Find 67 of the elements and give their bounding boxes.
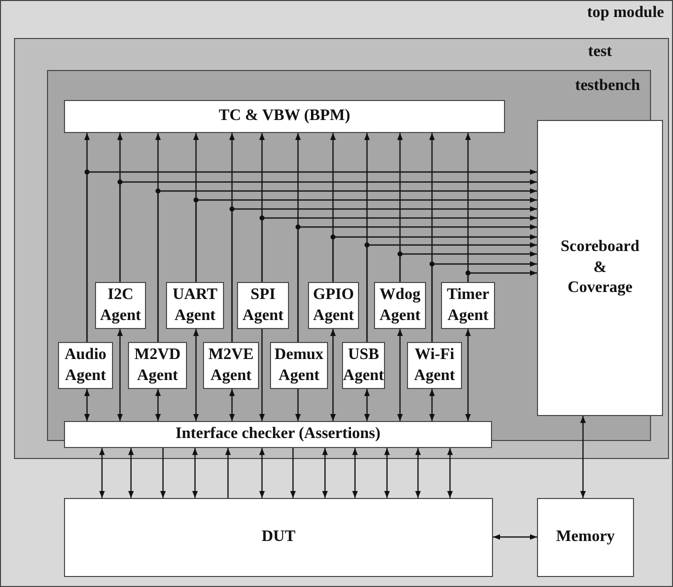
test-box [14,38,669,459]
arrow [429,389,435,421]
arrow [465,329,471,421]
arrow [429,133,435,342]
arrow [397,133,403,282]
node-label: Memory [556,527,615,548]
arrow [415,448,421,498]
arrow [330,133,336,282]
arrow [117,133,123,282]
arrow [84,133,90,342]
arrow [295,133,301,342]
process-box [537,120,663,416]
arrow [155,133,161,342]
arrow [493,534,537,540]
arrow [117,329,123,421]
arrow [259,133,265,282]
agent-box [58,342,113,389]
arrow [160,448,166,498]
arrow [330,329,336,421]
arrow [322,448,328,498]
arrow [397,329,403,421]
arrow [225,448,231,498]
arrow [580,416,586,498]
arrow [364,389,370,421]
process-box [64,498,493,577]
arrow [229,389,235,421]
arrow [384,448,390,498]
arrow [352,448,358,498]
container-heading: top module [587,4,664,22]
node-label: I2C Agent [99,284,142,326]
arrow [295,389,301,421]
arrow [447,448,453,498]
node-label: Audio Agent [64,344,108,386]
node-label: USB Agent [343,344,384,386]
arrow [155,389,161,421]
agent-box [166,282,224,329]
agent-box [407,342,462,389]
arrow [192,448,198,498]
node-label: Demux Agent [274,344,324,386]
container-heading: test [588,43,612,61]
node-label: GPIO Agent [312,284,355,326]
node-label: Scoreboard & Coverage [560,236,640,298]
arrow [128,448,134,498]
node-label: M2VE Agent [207,344,255,386]
node-label: UART Agent [172,284,218,326]
container-heading: testbench [575,77,640,95]
arrow [99,448,105,498]
process-box [64,100,505,133]
node-label: TC & VBW (BPM) [218,106,350,126]
node-label: SPI Agent [242,284,284,326]
checker-box [64,421,492,448]
arrow [259,448,265,498]
arrow [364,133,370,342]
arrow [259,329,265,421]
node-label: Wdog Agent [378,284,422,326]
node-label: Interface checker (Assertions) [176,424,380,444]
memory-box [537,498,634,577]
node-label: Wi-Fi Agent [413,344,456,386]
arrow [193,329,199,421]
node-label: Timer Agent [446,284,490,326]
arrow [465,133,471,282]
node-label: M2VD Agent [133,344,182,386]
arrow [84,389,90,421]
arrow [290,448,296,498]
arrow [229,133,235,342]
node-label: DUT [262,527,296,548]
arrow [193,133,199,282]
